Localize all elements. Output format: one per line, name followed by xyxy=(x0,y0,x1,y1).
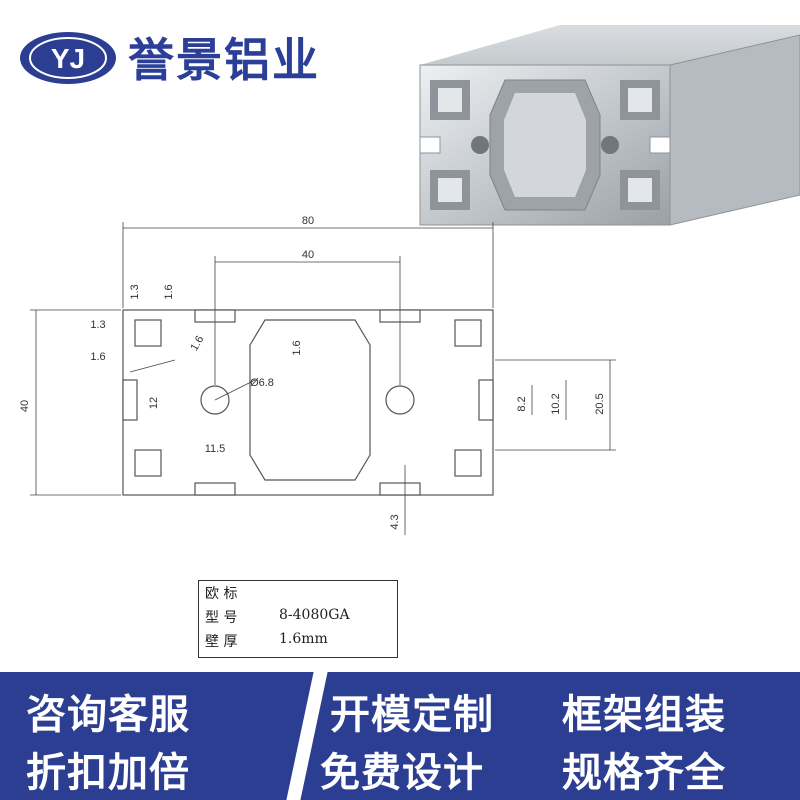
dim-width-total: 80 xyxy=(302,215,314,227)
spec-wall-value: 1.6mm xyxy=(279,631,328,647)
dim-2: 1.6 xyxy=(163,284,175,299)
logo-text: YJ xyxy=(51,43,85,74)
dim-9: 11.5 xyxy=(205,443,226,455)
banner-frame-assembly: 框架组装 xyxy=(562,692,726,738)
banner-full-specs: 规格齐全 xyxy=(562,750,726,796)
profile-outline xyxy=(122,309,494,496)
dim-12: 20.5 xyxy=(594,393,606,414)
dim-13: 4.3 xyxy=(389,514,401,529)
dim-4: 1.6 xyxy=(90,351,105,363)
spec-model-value: 8-4080GA xyxy=(279,607,350,623)
dim-7: Ø6.8 xyxy=(250,377,274,389)
banner-consult: 咨询客服 xyxy=(26,692,190,738)
dim-5: 1.6 xyxy=(188,334,206,353)
spec-table: 欧 标 型 号 8-4080GA 壁 厚 1.6mm xyxy=(198,580,398,658)
dim-height-total: 40 xyxy=(19,400,31,412)
spec-wall-label: 壁 厚 xyxy=(205,634,238,650)
banner-free-design: 免费设计 xyxy=(320,750,484,796)
dim-8: 1.6 xyxy=(291,340,303,355)
brand-name: 誉景铝业 xyxy=(128,33,320,87)
dim-1: 1.3 xyxy=(129,284,141,299)
spec-model-label: 型 号 xyxy=(205,610,238,626)
brand-logo-icon: YJ xyxy=(20,32,116,84)
profile-cross-section-drawing: 80 40 40 1.3 1.6 1.3 1.6 1.6 12 Ø6.8 1.6… xyxy=(19,215,616,535)
dim-width-center: 40 xyxy=(302,249,314,261)
spec-standard: 欧 标 xyxy=(205,586,238,602)
dim-11: 10.2 xyxy=(550,393,562,414)
dim-10: 8.2 xyxy=(516,396,528,411)
banner-custom-mold: 开模定制 xyxy=(330,692,494,738)
product-photo xyxy=(419,25,800,226)
promo-banner: 咨询客服 折扣加倍 开模定制 框架组装 免费设计 规格齐全 xyxy=(0,672,800,800)
banner-discount: 折扣加倍 xyxy=(26,750,190,796)
dim-6: 12 xyxy=(148,397,160,409)
header: YJ 誉景铝业 xyxy=(0,0,800,100)
dim-3: 1.3 xyxy=(90,319,105,331)
